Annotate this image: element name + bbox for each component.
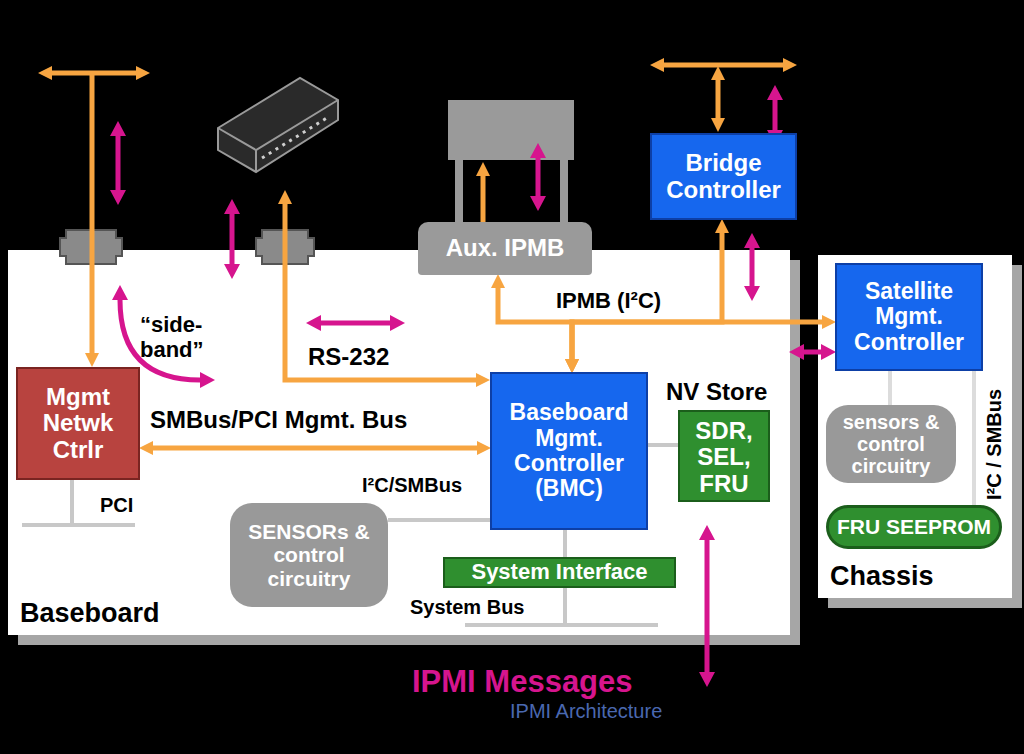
system-bus — [465, 623, 658, 627]
label-anchor: IPMI Architecture — [510, 700, 662, 723]
controller-box: Mgmt Netwk Ctrlr — [16, 367, 140, 480]
bus-label: RS-232 — [308, 343, 389, 371]
controller-box: Satellite Mgmt. Controller — [835, 263, 983, 371]
node-label: sensors & control circuitry — [832, 411, 950, 477]
connector — [563, 530, 567, 557]
storage-box: NV StoreSDR, SEL, FRU — [678, 410, 770, 502]
node-label: Mgmt Netwk Ctrlr — [24, 384, 132, 463]
connector — [153, 446, 477, 451]
chassis-panel: Chassis Satellite Mgmt. Controller sensors… — [818, 255, 1012, 598]
node-label: Baseboard Mgmt. Controller (BMC) — [498, 400, 640, 501]
sideband-label: “side- band” — [140, 312, 224, 363]
bus-arrow — [664, 63, 783, 68]
message-arrow — [116, 136, 121, 190]
message-arrow — [536, 158, 541, 196]
node-label: Satellite Mgmt. Controller — [843, 279, 975, 355]
card-leg — [455, 160, 463, 224]
sensor-box: sensors & control circuitry — [826, 405, 956, 483]
connector — [572, 322, 822, 359]
label-anchor: IPMB (I²C) — [556, 288, 661, 314]
bus-label: I²C / SMBus — [983, 389, 1006, 500]
label-anchor: “side- band” — [140, 312, 224, 363]
card-leg — [560, 160, 568, 224]
connector — [648, 443, 678, 447]
bus-arrow — [716, 80, 721, 118]
system-bus — [563, 588, 567, 625]
bus-label: System Bus — [410, 596, 525, 619]
modem-body — [218, 78, 338, 172]
panel-fill — [818, 255, 1012, 598]
panel-fill — [8, 250, 790, 635]
message-arrow — [230, 214, 235, 264]
node-label: System Interface — [471, 560, 647, 584]
interface-bar: System Interface — [443, 557, 676, 588]
connector — [888, 371, 892, 405]
node-label: Aux. IPMB — [446, 235, 565, 261]
label-anchor: I²C / SMBus — [983, 389, 1006, 500]
pci-bus — [22, 523, 135, 527]
connector — [804, 350, 821, 355]
node-label: Baseboard — [20, 598, 160, 629]
label-anchor: I²C/SMBus — [362, 474, 462, 497]
node-label: SDR, SEL, FRU — [684, 418, 764, 497]
connector — [972, 371, 976, 505]
caption: IPMI Architecture — [510, 700, 662, 723]
bus-label: IPMB (I²C) — [556, 288, 661, 314]
baseboard-panel: Baseboard Mgmt Netwk Ctrlr Baseboard Mgmt.… — [8, 250, 790, 635]
node-label: Bridge Controller — [658, 150, 789, 203]
bmc-box: Baseboard Mgmt. Controller (BMC) — [490, 372, 648, 530]
addin-card — [448, 100, 574, 160]
label-anchor: System Bus — [410, 596, 525, 619]
ipmb-arrow — [481, 176, 486, 222]
sensor-box: SENSORs & control circuitry — [230, 503, 388, 607]
controller-box: Bridge Controller — [650, 133, 797, 220]
node-label: SENSORs & control circuitry — [236, 520, 382, 589]
message-arrow — [750, 248, 755, 286]
message-arrow — [773, 100, 778, 130]
modem-edge — [255, 150, 257, 172]
label-anchor: SMBus/PCI Mgmt. Bus — [150, 406, 407, 434]
label-anchor: PCI — [100, 494, 133, 517]
bus-label: I²C/SMBus — [362, 474, 462, 497]
modem-edge — [218, 100, 338, 150]
message-arrow — [705, 540, 710, 672]
bus-label: SMBus/PCI Mgmt. Bus — [150, 406, 407, 434]
label-anchor: RS-232 — [308, 343, 389, 371]
messages-label: IPMI Messages — [412, 664, 633, 700]
bus-label: PCI — [100, 494, 133, 517]
node-label: FRU SEEPROM — [837, 515, 991, 538]
lan-wire — [90, 73, 95, 353]
modem-lights — [262, 116, 330, 158]
pci-bus — [70, 480, 74, 525]
eeprom-box: FRU SEEPROM — [826, 505, 1002, 549]
message-arrow — [321, 321, 390, 326]
node-label: Chassis — [830, 561, 934, 592]
connector — [388, 518, 490, 522]
label-anchor: IPMI Messages — [412, 664, 633, 700]
bus-box: Aux. IPMB — [418, 222, 592, 275]
